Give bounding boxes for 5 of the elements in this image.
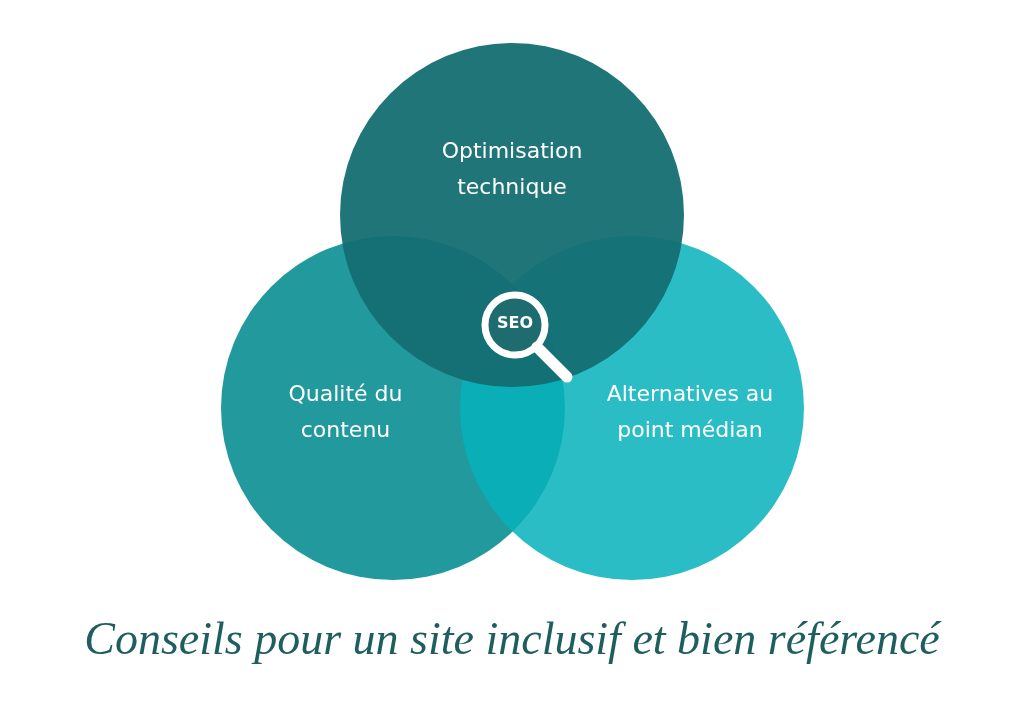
icon-text: SEO	[495, 313, 535, 332]
circle-label: Qualité du contenu	[287, 380, 404, 444]
caption: Conseils pour un site inclusif et bien référencé	[83, 612, 943, 665]
circle-label: Alternatives au point médian	[605, 380, 775, 444]
circle-label: Optimisation technique	[440, 137, 584, 201]
